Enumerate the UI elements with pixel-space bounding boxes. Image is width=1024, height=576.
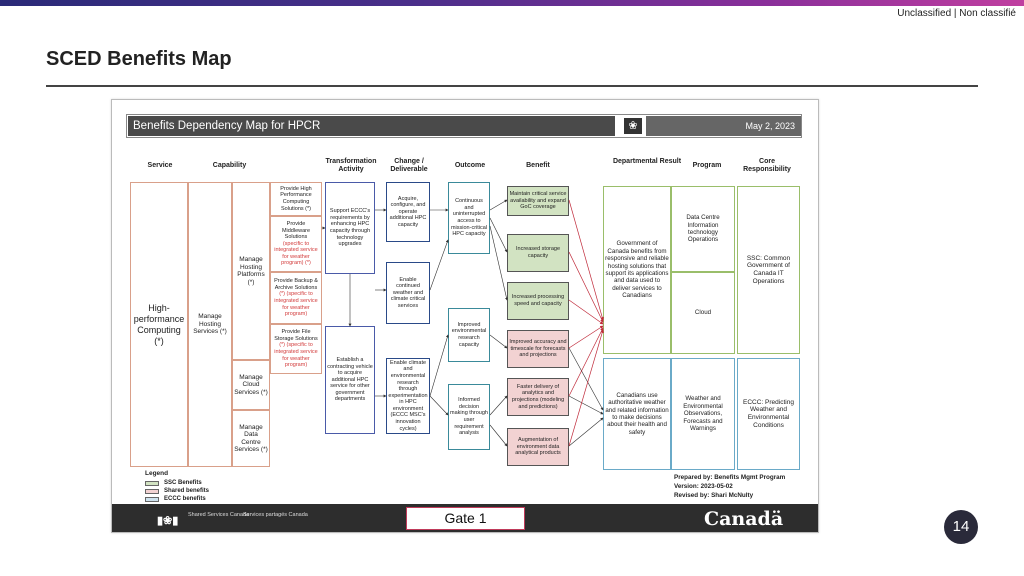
title-divider	[46, 85, 978, 87]
transformation-contract-vehicle: Establish a contracting vehicle to acqui…	[325, 326, 375, 434]
gate-label: Gate 1	[406, 507, 525, 530]
legend-label-ssc: SSC Benefits	[164, 480, 202, 486]
legend-label-eccc: ECCC benefits	[164, 496, 206, 502]
outcome-research-capacity: Improved environmental research capacity	[448, 308, 490, 362]
legend-item-eccc: ECCC benefits	[145, 495, 209, 503]
capability-platforms-box: Manage Hosting Platforms (*)	[232, 182, 270, 360]
legend-swatch-ssc	[145, 480, 159, 486]
subcap-backup-box: Provide Backup & Archive Solutions (*) (…	[270, 272, 322, 324]
page-number: 14	[944, 510, 978, 544]
core-ssc: SSC: Common Government of Canada IT Oper…	[737, 186, 800, 354]
map-header: Benefits Dependency Map for HPCR ❀ May 2…	[126, 114, 802, 138]
col-header-outcome: Outcome	[454, 162, 486, 169]
subcap-backup-note: (*) (specific to integrated service for …	[274, 291, 318, 318]
legend-item-ssc: SSC Benefits	[145, 479, 209, 487]
col-header-capability: Capability	[212, 162, 247, 169]
service-box: High-performance Computing (*)	[130, 182, 188, 467]
legend-swatch-shared	[145, 488, 159, 494]
change-continued-services: Enable continued weather and climate cri…	[386, 262, 430, 324]
subcap-filestorage-text: Provide File Storage Solutions	[274, 329, 318, 342]
benefits-map-image: Benefits Dependency Map for HPCR ❀ May 2…	[111, 99, 819, 533]
program-cloud: Cloud	[671, 272, 735, 354]
subcap-hpc-text: Provide High Performance Computing Solut…	[280, 185, 312, 212]
legend-swatch-eccc	[145, 496, 159, 502]
subcap-middleware-text: Provide Middleware Solutions	[281, 220, 311, 241]
classification-label: Unclassified | Non classifié	[897, 8, 1016, 19]
benefit-faster-analytics: Faster delivery of analytics and project…	[507, 378, 569, 416]
dept-result-hosting: Government of Canada benefits from respo…	[603, 186, 671, 354]
prepared-by: Prepared by: Benefits Mgmt Program	[674, 474, 786, 481]
footer-org-fr: Services partagés Canada	[243, 512, 308, 518]
capability-cloud-box: Manage Cloud Services (*)	[232, 360, 270, 410]
capability-main-box: Manage Hosting Services (*)	[188, 182, 232, 467]
legend-label-shared: Shared benefits	[164, 488, 210, 494]
col-header-change: Change / Deliverable	[390, 158, 428, 173]
benefit-forecast-accuracy: Improved accuracy and timescale for fore…	[507, 330, 569, 368]
revised-by: Revised by: Shari McNulty	[674, 492, 754, 499]
subcap-filestorage-note: (*) (specific to integrated service for …	[274, 342, 318, 369]
capability-datacentre-box: Manage Data Centre Services (*)	[232, 410, 270, 467]
map-date: May 2, 2023	[646, 116, 801, 136]
benefit-storage-capacity: Increased storage capacity	[507, 234, 569, 272]
benefit-service-availability: Maintain critical service availability a…	[507, 186, 569, 216]
transformation-hpc-upgrade: Support ECCC's requirements by enhancing…	[325, 182, 375, 274]
legend: Legend SSC Benefits Shared benefits ECCC…	[145, 470, 209, 503]
top-accent-stripe	[0, 0, 1024, 6]
legend-title: Legend	[145, 470, 169, 477]
col-header-benefit: Benefit	[526, 162, 550, 169]
benefit-data-products: Augmentation of environment data analyti…	[507, 428, 569, 466]
canada-flag-icon: ▮❀▮	[157, 515, 179, 527]
slide-title: SCED Benefits Map	[46, 48, 232, 70]
subcap-hpc-box: Provide High Performance Computing Solut…	[270, 182, 322, 216]
legend-item-shared: Shared benefits	[145, 487, 209, 495]
outcome-continuous-access: Continuous and uninterrupted access to m…	[448, 182, 490, 254]
change-enable-research: Enable climate and environmental researc…	[386, 358, 430, 434]
figure-footer: ▮❀▮ Shared Services Canada Services part…	[112, 504, 818, 532]
maple-leaf-icon: ❀	[624, 118, 642, 134]
dept-result-weather-info: Canadians use authoritative weather and …	[603, 358, 671, 470]
program-data-centre: Data Centre Information technology Opera…	[671, 186, 735, 272]
outcome-informed-decisions: Informed decision making through user re…	[448, 384, 490, 450]
col-header-program: Program	[692, 162, 722, 169]
footer-org-en: Shared Services Canada	[188, 512, 250, 518]
subcap-backup-text: Provide Backup & Archive Solutions	[274, 278, 318, 291]
map-title: Benefits Dependency Map for HPCR	[128, 116, 615, 136]
benefit-processing-speed: Increased processing speed and capacity	[507, 282, 569, 320]
subcap-middleware-box: Provide Middleware Solutions (specific t…	[270, 216, 322, 272]
subcap-middleware-note: (specific to integrated service for weat…	[274, 240, 318, 267]
subcap-filestorage-box: Provide File Storage Solutions (*) (spec…	[270, 324, 322, 374]
core-eccc: ECCC: Predicting Weather and Environment…	[737, 358, 800, 470]
col-header-service: Service	[147, 162, 173, 169]
prepared-by-block: Prepared by: Benefits Mgmt Program Versi…	[674, 473, 785, 500]
version: Version: 2023-05-02	[674, 483, 733, 490]
program-weather-obs: Weather and Environmental Observations, …	[671, 358, 735, 470]
col-header-transformation: Transformation Activity	[325, 158, 377, 173]
col-header-core: Core Responsibility	[743, 158, 791, 173]
canada-wordmark: Canadä	[704, 508, 784, 530]
col-header-dept-result: Departmental Result	[612, 158, 682, 165]
change-acquire-capacity: Acquire, configure, and operate addition…	[386, 182, 430, 242]
